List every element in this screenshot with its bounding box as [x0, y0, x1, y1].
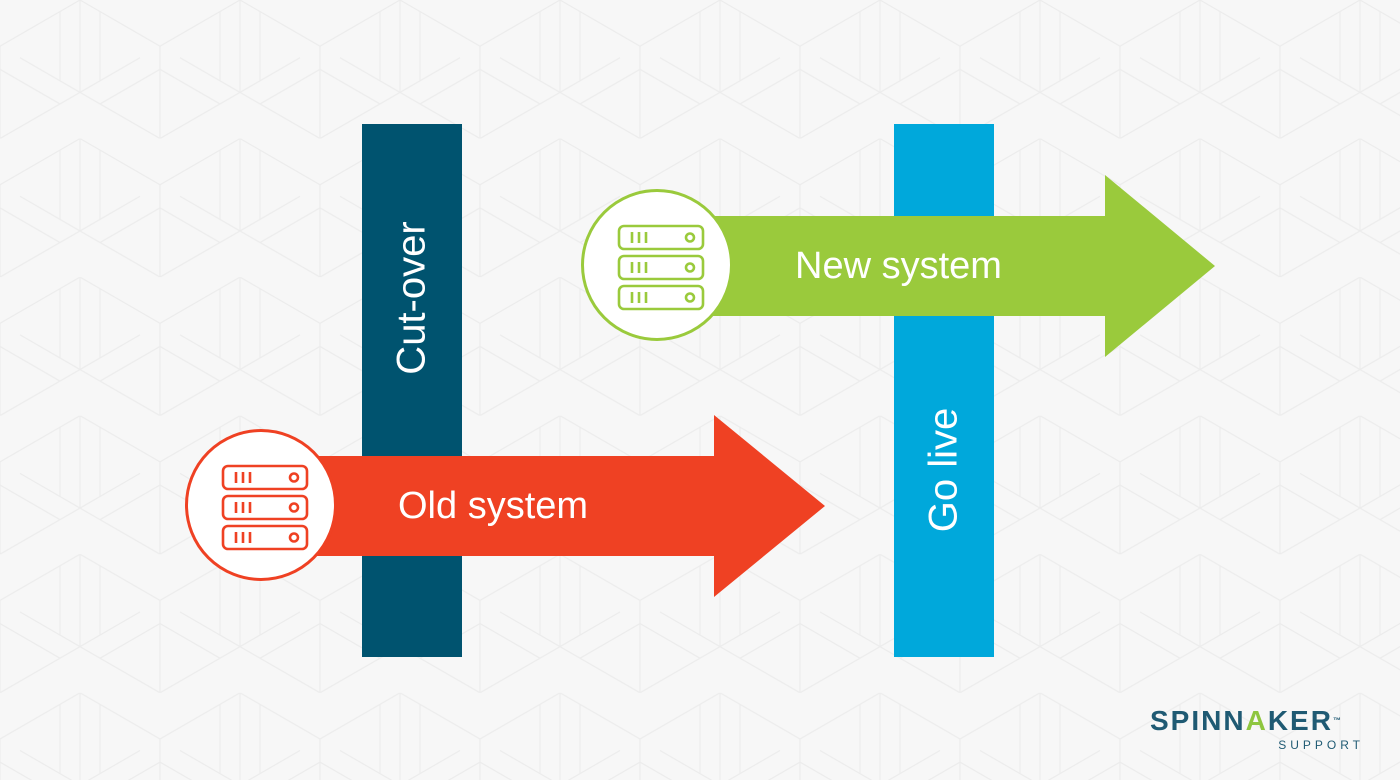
new-system-label: New system: [795, 245, 1002, 287]
logo-text-accent: A: [1245, 705, 1268, 736]
spinnaker-support-logo: SPINNAKER™ SUPPORT: [1150, 706, 1370, 753]
cutover-bar: [362, 124, 462, 657]
server-icon: [617, 224, 705, 311]
logo-text-before: SPINN: [1150, 705, 1246, 736]
logo-subtitle: SUPPORT: [1278, 738, 1364, 752]
server-icon: [221, 464, 309, 551]
golive-bar: [894, 124, 994, 657]
logo-text-after: KER: [1267, 705, 1333, 736]
logo-trademark: ™: [1332, 716, 1343, 725]
old-system-label: Old system: [398, 485, 589, 527]
new-system-server-badge: [581, 189, 733, 341]
logo-wordmark: SPINNAKER™: [1150, 706, 1370, 736]
old-system-server-badge: [185, 429, 337, 581]
